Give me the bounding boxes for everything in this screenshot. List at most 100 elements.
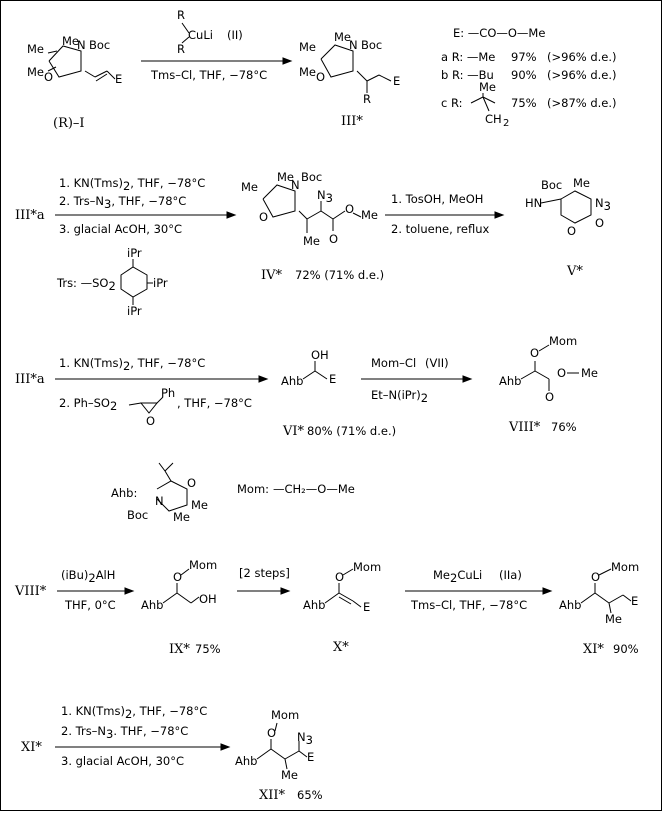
atom-n3: N3 — [317, 188, 333, 205]
arrow-head — [258, 375, 269, 383]
atom-me: Me — [334, 30, 351, 44]
svg-text:2: 2 — [503, 118, 509, 129]
compound-IX: Ahb OH O Mom — [141, 558, 217, 612]
atom-o: O — [335, 570, 344, 584]
atom-o: O — [187, 476, 196, 490]
yield: 76% — [551, 420, 577, 434]
atom-r: R — [177, 8, 185, 22]
step: 1. KN(Tms)2, THF, −78°C — [61, 704, 207, 721]
arrow-head — [462, 375, 473, 383]
atom-e: E — [307, 750, 314, 764]
atom-o: O — [545, 390, 554, 404]
atom-e: E — [631, 594, 638, 608]
compound-label: III* — [341, 114, 363, 129]
atom-o: O — [557, 366, 566, 380]
atom-n: N — [349, 38, 358, 52]
arrow-head — [542, 587, 553, 595]
legend: Ahb: O N Boc Me Me Mom: —CH₂—O—Me — [111, 462, 355, 524]
atom-r: R — [177, 42, 185, 56]
atom-me: Me — [299, 40, 316, 54]
yield: 80% (71% d.e.) — [307, 424, 396, 438]
atom-me: Me — [573, 176, 590, 190]
atom-hn: HN — [525, 196, 542, 210]
compound-XII: Ahb E N3 Me O Mom — [235, 708, 314, 782]
variant-label: a R: —Me — [441, 50, 495, 64]
variant-yield: 90% — [511, 68, 537, 82]
atom-boc: Boc — [541, 178, 562, 192]
atom-mom: Mom — [549, 334, 577, 348]
compound-label: X* — [333, 640, 349, 655]
atom-o: O — [345, 202, 354, 216]
atom-boc: Boc — [127, 508, 148, 522]
variant-de: (>87% d.e.) — [547, 96, 617, 110]
atom-n: N — [77, 38, 86, 52]
reagent: Mom–Cl — [371, 356, 416, 370]
variant-label: c R: — [441, 96, 463, 110]
atom-ahb: Ahb — [303, 598, 325, 612]
atom-me: Me — [281, 768, 298, 782]
conditions: Tms–Cl, THF, −78°C — [410, 598, 527, 612]
start-label: XI* — [21, 740, 42, 755]
step-tail: , THF, −78°C — [177, 396, 252, 410]
start-label: VIII* — [14, 584, 47, 599]
atom-me: Me — [191, 498, 208, 512]
atom-n: N — [291, 178, 300, 192]
atom-ph: Ph — [161, 386, 175, 400]
compound-label: (R)–I — [53, 116, 85, 131]
variant-label: b R: —Bu — [441, 68, 494, 82]
step: 2. Trs–N3, THF, −78°C — [59, 194, 186, 211]
atom-me: Me — [479, 80, 496, 94]
atom-me: Me — [27, 65, 44, 79]
arrow-head — [220, 743, 231, 751]
atom-e: E — [115, 72, 122, 86]
atom-o: O — [329, 232, 338, 246]
atom-e: E — [393, 74, 400, 88]
reagent-id: (VII) — [425, 356, 449, 370]
compound-label: XII* — [259, 788, 286, 803]
atom-boc: Boc — [301, 170, 322, 184]
variant-table: E: —CO—O—Me a R: —Me 97% (>96% d.e.) b R… — [441, 26, 617, 129]
compound-label: VI* — [282, 424, 305, 439]
e-definition: E: —CO—O—Me — [453, 26, 545, 40]
compound-VIII: Ahb O Mom O O Me — [499, 334, 598, 404]
start-label: III*a — [15, 372, 45, 387]
legend-mom: Mom: — [237, 482, 269, 496]
atom-me: Me — [581, 366, 598, 380]
atom-n3: N3 — [297, 730, 313, 747]
arrow-head — [494, 211, 505, 219]
step: 1. KN(Tms)2, THF, −78°C — [59, 176, 205, 193]
atom-me: Me — [27, 42, 44, 56]
atom-o: O — [146, 414, 155, 428]
atom-mom: Mom — [611, 560, 639, 574]
compound-V: Boc HN Me N3 O O — [525, 176, 611, 238]
compound-label: XI* — [583, 642, 604, 657]
yield: 65% — [297, 788, 323, 802]
arrow-head — [282, 57, 293, 65]
compound-R-I: Me Me Me N Boc O E — [27, 34, 122, 86]
variant-yield: 75% — [511, 96, 537, 110]
step: 2. Trs–N3. THF, −78°C — [61, 724, 188, 741]
conditions: Tms–Cl, THF, −78°C — [150, 68, 267, 82]
atom-o: O — [591, 570, 600, 584]
variant-yield: 97% — [511, 50, 537, 64]
yield: 90% — [613, 642, 639, 656]
arrow-head — [226, 211, 237, 219]
atom-ipr: iPr — [127, 304, 142, 318]
atom-ch2: CH — [485, 112, 502, 126]
atom-ahb: Ahb — [141, 598, 163, 612]
atom-o: O — [316, 70, 325, 84]
step: 2. toluene, reflux — [391, 222, 489, 236]
cuprate-id: (IIa) — [499, 568, 522, 582]
compound-label: IX* — [169, 642, 190, 657]
compound-label: V* — [566, 264, 583, 279]
variant-de: (>96% d.e.) — [547, 68, 617, 82]
oxaziridine: O Ph — [128, 386, 175, 428]
base: Et–N(iPr)2 — [371, 388, 428, 405]
conditions: THF, 0°C — [64, 598, 116, 612]
compound-VI: Ahb E OH — [281, 348, 336, 388]
start-label: III*a — [15, 208, 45, 223]
atom-ahb: Ahb — [559, 598, 581, 612]
yield: 72% (71% d.e.) — [295, 268, 384, 282]
